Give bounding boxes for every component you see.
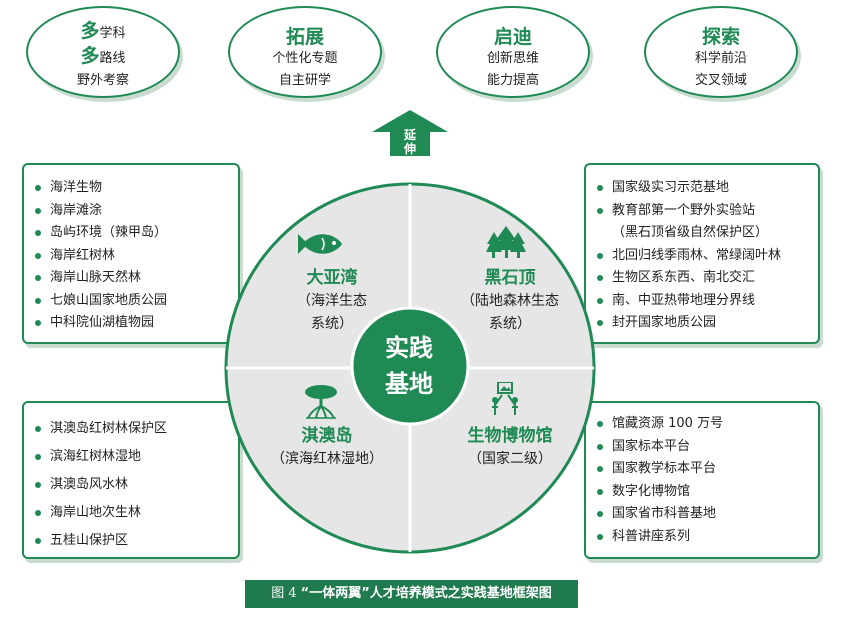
list-item: （黑石顶省级自然保护区） — [612, 225, 769, 240]
list-item: 封开国家地质公园 — [586, 312, 818, 335]
list-item: 生物区系东西、南北交汇 — [586, 267, 818, 290]
center-label: 实践 基地 — [385, 334, 433, 398]
list-item: 数字化博物馆 — [586, 481, 818, 504]
list-item: 海岸山地次生林 — [24, 499, 238, 527]
list-item: 国家标本平台 — [586, 436, 818, 459]
list-item: 国家教学标本平台 — [586, 458, 818, 481]
list-item: 海岸山脉天然林 — [24, 267, 238, 290]
oval-multi-discipline: 多学科 多路线 野外考察 — [26, 6, 180, 98]
oval-explore: 探索 科学前沿 交叉领域 — [644, 6, 798, 98]
box-top-left: 海洋生物 海岸滩涂 岛屿环境（辣甲岛） 海岸红树林 海岸山脉天然林 七娘山国家地… — [22, 163, 240, 344]
list-item: 教育部第一个野外实验站 — [586, 200, 818, 223]
list-item: 馆藏资源 100 万号 — [586, 413, 818, 436]
list-item: 海岸滩涂 — [24, 200, 238, 223]
list-item: 五桂山保护区 — [24, 527, 238, 555]
list-item: 淇澳岛风水林 — [24, 471, 238, 499]
list-item: 海洋生物 — [24, 177, 238, 200]
fish-icon — [298, 234, 342, 254]
arrow-label: 延伸 — [403, 128, 416, 156]
quadrant-label-top-right: 黑石顶 （陆地森林生态 系统） — [461, 268, 559, 332]
list-item: 国家级实习示范基地 — [586, 177, 818, 200]
oval-row: 多学科 — [80, 20, 126, 42]
box-bottom-left: 淇澳岛红树林保护区 滨海红树林湿地 淇澳岛风水林 海岸山地次生林 五桂山保护区 — [22, 401, 240, 559]
list-item: 科普讲座系列 — [586, 526, 818, 549]
oval-inspire: 启迪 创新思维 能力提高 — [436, 6, 590, 98]
list-item: 南、中亚热带地理分界线 — [586, 290, 818, 313]
list-item: 岛屿环境（辣甲岛） — [24, 222, 238, 245]
oval-row: 野外考察 — [76, 73, 129, 88]
quadrant-label-top-left: 大亚湾 （海洋生态 系统） — [297, 268, 367, 332]
oval-row: 多路线 — [80, 45, 126, 67]
list-item: 海岸红树林 — [24, 245, 238, 268]
box-top-right: 国家级实习示范基地 教育部第一个野外实验站 （黑石顶省级自然保护区） 北回归线季… — [584, 163, 820, 344]
list-item: 北回归线季雨林、常绿阔叶林 — [586, 245, 818, 268]
list-item: 国家省市科普基地 — [586, 503, 818, 526]
list-item: 淇澳岛红树林保护区 — [24, 415, 238, 443]
list-item: 七娘山国家地质公园 — [24, 290, 238, 313]
quadrant-label-bottom-left: 淇澳岛 （滨海红林湿地） — [271, 426, 383, 467]
figure-caption: 图 4“一体两翼”人才培养模式之实践基地框架图 — [245, 580, 578, 608]
forest-icon — [486, 226, 526, 258]
museum-icon — [492, 382, 518, 415]
mangrove-icon — [305, 385, 337, 419]
oval-expand: 拓展 个性化专题 自主研学 — [228, 6, 382, 98]
extend-arrow — [372, 110, 448, 156]
quadrant-label-bottom-right: 生物博物馆 （国家二级） — [467, 426, 553, 467]
list-item: 滨海红树林湿地 — [24, 443, 238, 471]
list-item: 中科院仙湖植物园 — [24, 312, 238, 335]
box-bottom-right: 馆藏资源 100 万号 国家标本平台 国家教学标本平台 数字化博物馆 国家省市科… — [584, 401, 820, 559]
